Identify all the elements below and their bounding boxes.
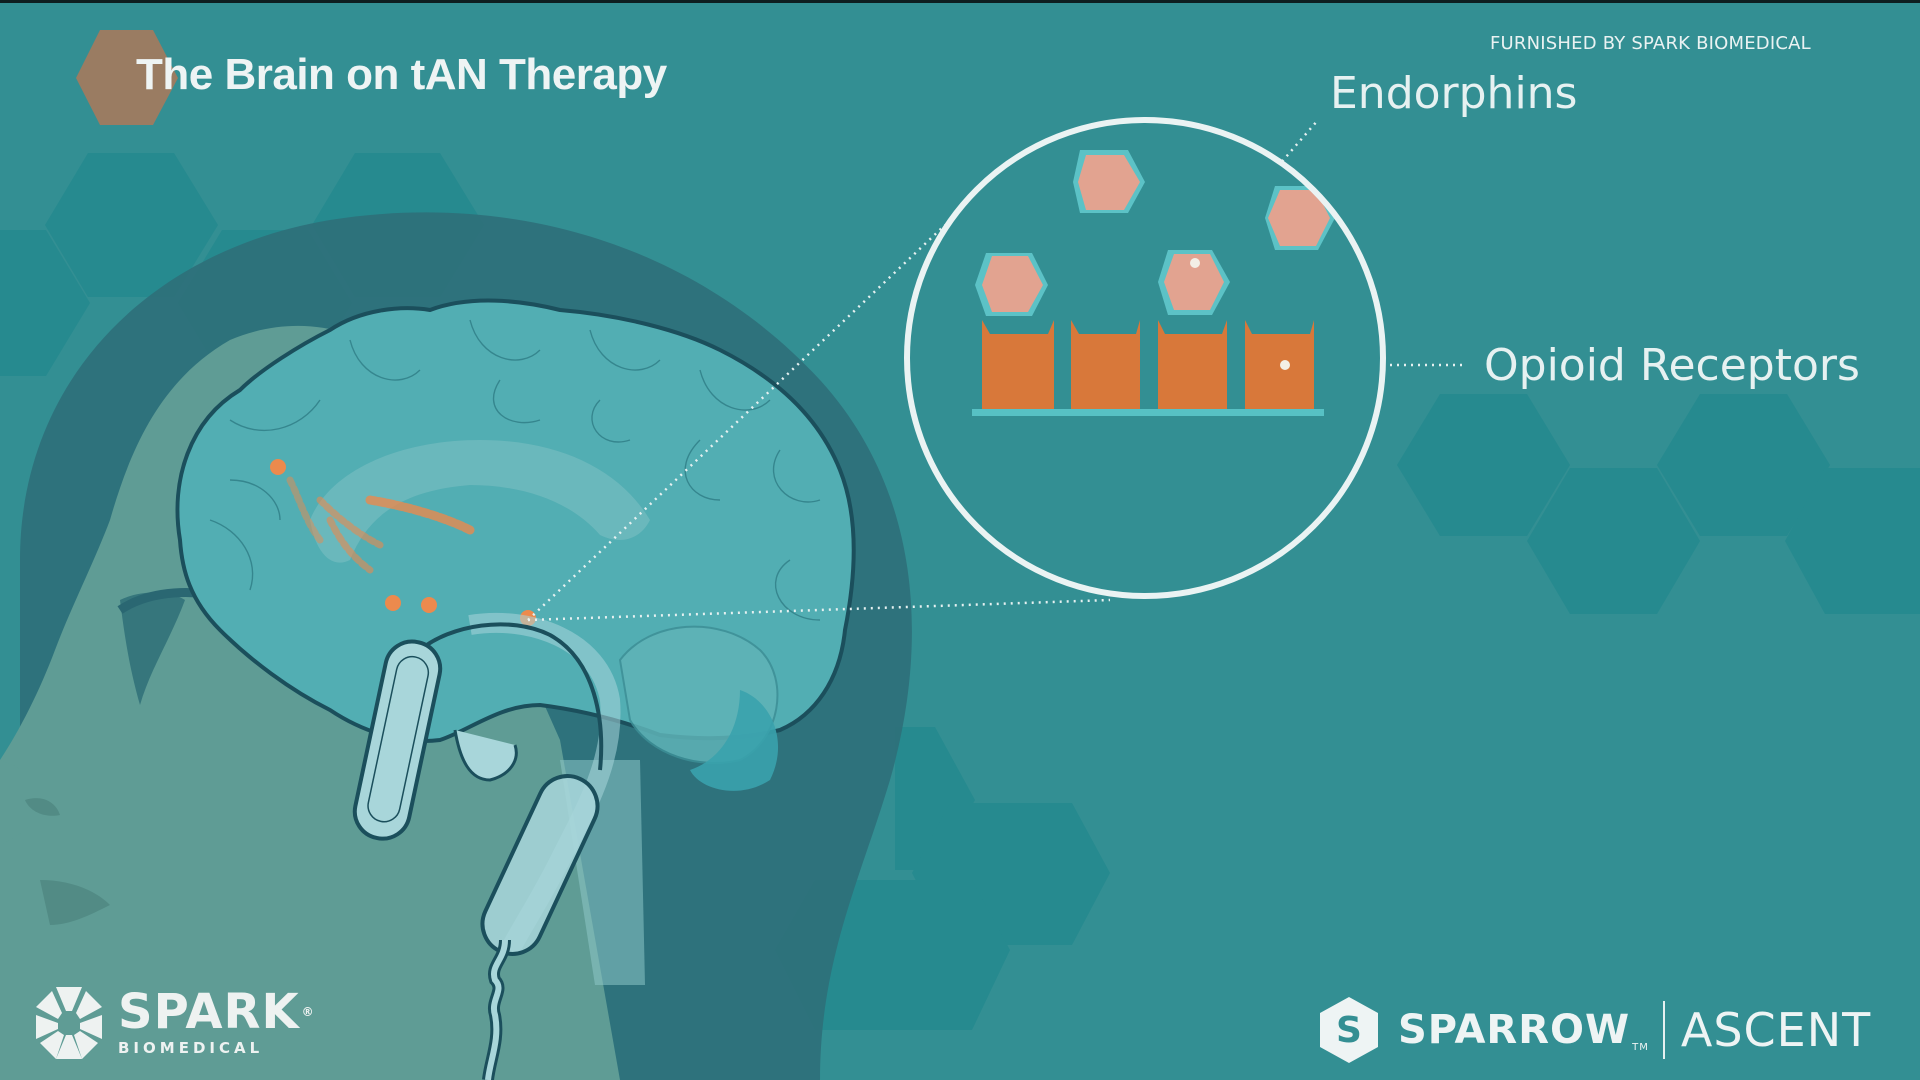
endorphins-label: Endorphins — [1330, 68, 1578, 119]
sparrow-hexagon-icon: S — [1320, 997, 1378, 1063]
trademark: TM — [1632, 1042, 1649, 1053]
face-eye — [120, 592, 185, 705]
corpus-callosum — [310, 440, 650, 563]
title-hexagon-icon — [76, 30, 178, 125]
tan-earpiece-device-icon — [352, 612, 621, 1080]
sparrow-wordmark: SPARROW — [1398, 1007, 1631, 1053]
cerebellum-lower — [690, 690, 779, 791]
zoom-inset — [904, 117, 1386, 599]
registered-mark: ® — [301, 1005, 315, 1019]
spark-subtitle: BIOMEDICAL — [118, 1039, 264, 1057]
face-profile — [0, 325, 620, 1080]
spark-biomedical-logo: SPARK® BIOMEDICAL — [34, 985, 315, 1061]
spark-star-icon — [36, 987, 102, 1059]
credit-line: FURNISHED BY SPARK BIOMEDICAL — [1490, 33, 1811, 54]
cell-membrane — [972, 409, 1324, 416]
logo-divider — [1662, 1001, 1665, 1059]
page-title: The Brain on tAN Therapy — [136, 50, 667, 99]
neuron-activity-icon — [270, 459, 536, 626]
endorphin-molecules — [975, 150, 1335, 316]
face-nose — [0, 760, 46, 845]
top-edge-bar — [0, 0, 1920, 3]
spark-wordmark: SPARK — [118, 984, 300, 1040]
opioid-receptors — [982, 320, 1314, 410]
opioid-receptors-label: Opioid Receptors — [1484, 340, 1860, 391]
face-lips — [40, 880, 110, 925]
face-nostril — [25, 798, 60, 816]
ascent-wordmark: ASCENT — [1680, 1003, 1872, 1057]
brain-folds — [209, 319, 821, 621]
svg-text:S: S — [1336, 1010, 1362, 1051]
